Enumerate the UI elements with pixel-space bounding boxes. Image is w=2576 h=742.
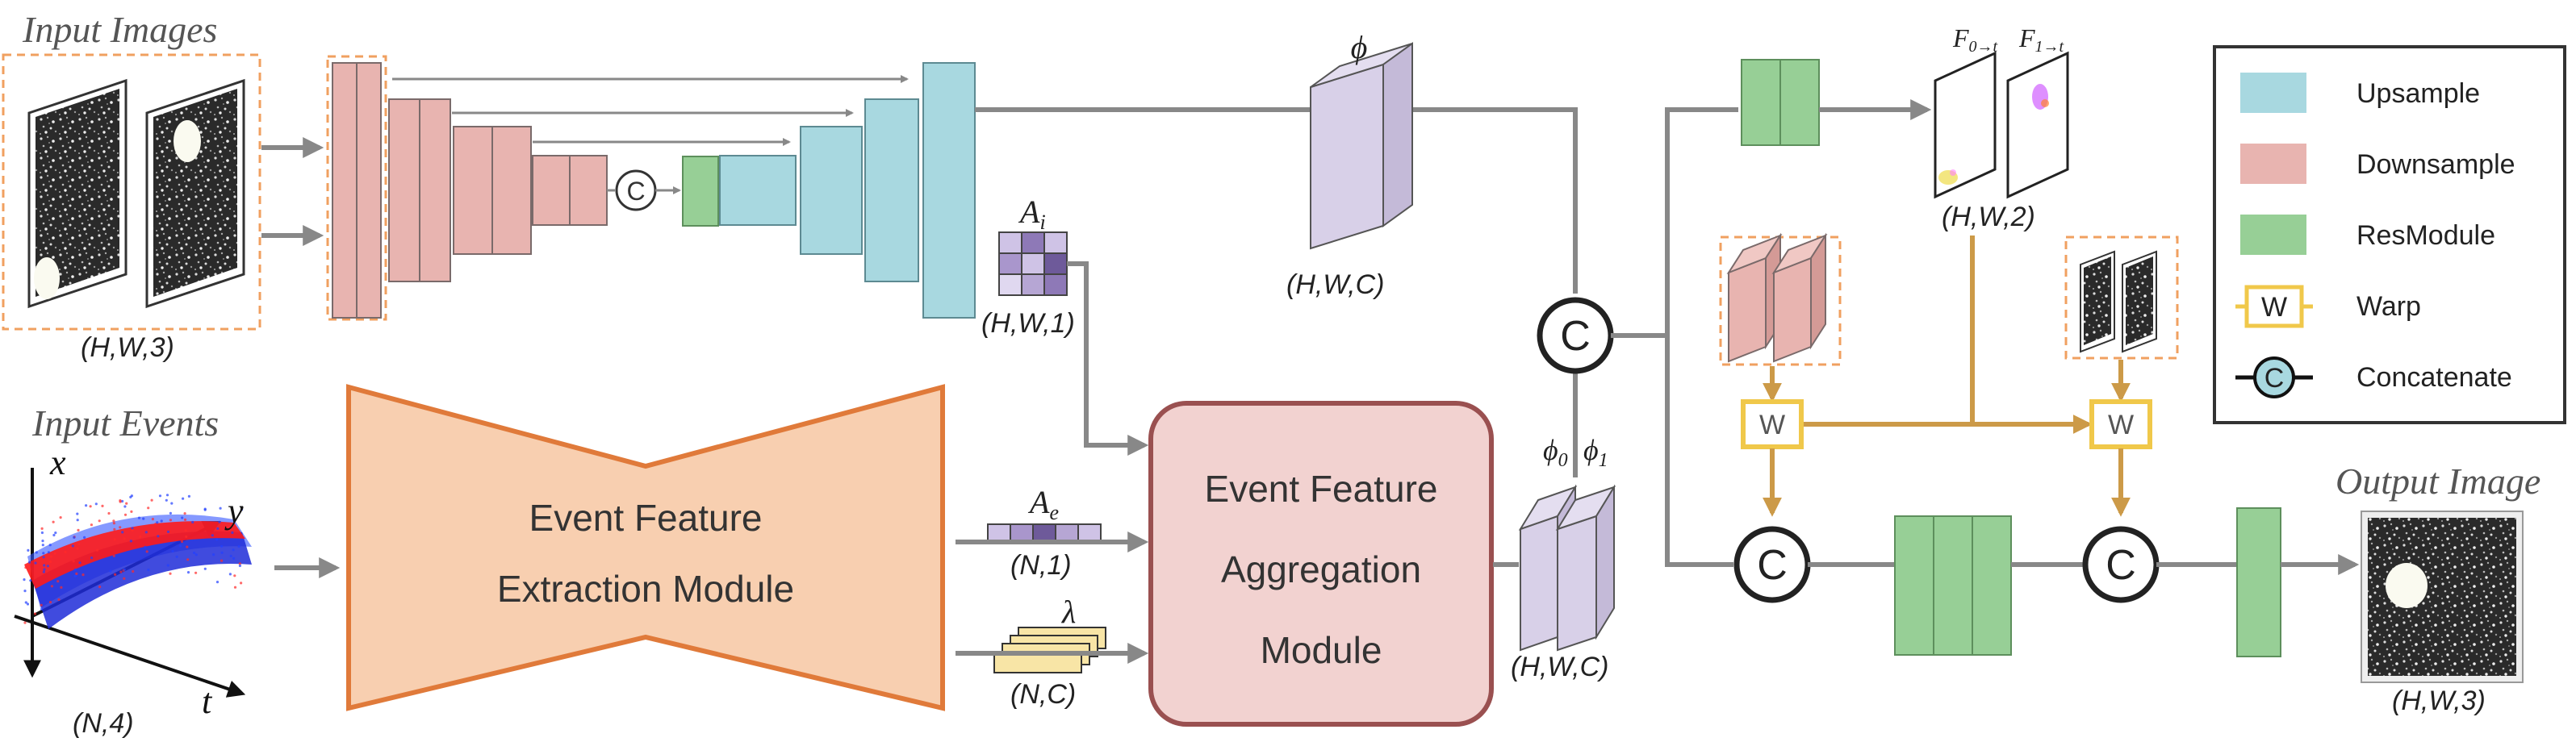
image-attention-map <box>998 231 1068 296</box>
warp-images-frame <box>2064 236 2179 360</box>
input-images-dim: (H,W,3) <box>81 332 174 363</box>
downsample-block-4 <box>532 155 608 226</box>
input-events-dim: (N,4) <box>73 708 134 739</box>
ai-dim: (H,W,1) <box>981 308 1075 339</box>
svg-text:C: C <box>2106 542 2136 589</box>
svg-text:C: C <box>626 177 645 206</box>
flow-resmodule <box>1741 59 1820 146</box>
svg-text:W: W <box>1759 410 1785 440</box>
phi-dim: (H,W,C) <box>1286 269 1384 300</box>
aggregation-label-2: Aggregation <box>1221 548 1421 590</box>
synthesis-resmodule <box>1894 515 2012 656</box>
upsample-block-3 <box>864 98 919 282</box>
lambda-stack <box>993 627 1106 673</box>
concat-node-main: C <box>1537 297 1614 374</box>
downsample-block-2 <box>388 98 451 282</box>
event-extraction-module <box>346 384 945 711</box>
legend-item-concat: C Concatenate <box>2235 356 2512 398</box>
ae-label: Ae <box>1027 484 1059 524</box>
f0t-label: F0→t <box>1952 23 1998 56</box>
legend-swatch-downsample <box>2240 144 2306 184</box>
legend-swatch-warp <box>2244 285 2304 328</box>
ae-dim: (N,1) <box>1010 550 1072 581</box>
legend-swatch-concat <box>2253 356 2295 398</box>
extraction-label-1: Event Feature <box>529 497 763 539</box>
legend-swatch-resmodule <box>2240 215 2306 255</box>
downsample-block-3 <box>453 126 532 255</box>
legend-label-warp: Warp <box>2356 291 2421 322</box>
aggregation-label-3: Module <box>1261 629 1382 671</box>
warp-feature-cube-1 <box>1771 232 1828 363</box>
svg-text:W: W <box>2108 410 2134 440</box>
legend-warp-symbol: W <box>2261 292 2287 323</box>
legend-item-upsample: Upsample <box>2240 73 2480 113</box>
phi0-label: ϕ0 <box>1543 434 1568 471</box>
legend-label-resmodule: ResModule <box>2356 220 2495 251</box>
upsample-block-1 <box>719 155 797 226</box>
phi-feature-cube <box>1310 42 1413 250</box>
upsample-block-4 <box>922 62 976 319</box>
legend-item-warp: W Warp <box>2235 285 2421 328</box>
warp-image-0 <box>2080 250 2115 353</box>
legend-label-downsample: Downsample <box>2356 149 2515 180</box>
ai-label: Ai <box>1018 194 1046 234</box>
input-events-title: Input Events <box>31 402 219 444</box>
phi-line <box>975 107 1578 294</box>
legend-label-concat: Concatenate <box>2356 362 2512 393</box>
event-point-cloud <box>14 468 252 698</box>
flow-dim: (H,W,2) <box>1942 202 2035 232</box>
svg-text:C: C <box>1560 313 1591 360</box>
output-image-title: Output Image <box>2336 461 2540 502</box>
legend-item-downsample: Downsample <box>2240 144 2515 184</box>
aggregation-label-1: Event Feature <box>1205 468 1438 510</box>
downsample-block-1 <box>332 62 382 319</box>
legend-item-resmodule: ResModule <box>2240 215 2495 255</box>
input-image-0 <box>27 78 128 309</box>
axis-y-label: y <box>224 491 244 531</box>
lambda-label: λ <box>1061 594 1076 630</box>
upsample-block-2 <box>800 126 863 255</box>
warp-node-features: W <box>1741 399 1804 449</box>
warp-feature-cube-0 <box>1726 232 1783 363</box>
svg-text:C: C <box>1757 542 1788 589</box>
legend-swatch-upsample <box>2240 73 2306 113</box>
arrow-ai-aggregation <box>1067 261 1149 456</box>
phi1-cube <box>1555 484 1616 652</box>
extraction-label-2: Extraction Module <box>497 568 794 610</box>
event-aggregation-module <box>1148 401 1494 727</box>
f1t-label: F1→t <box>2018 23 2064 56</box>
warp-image-1 <box>2122 250 2157 353</box>
resmodule-bottleneck <box>682 156 719 227</box>
lambda-dim: (N,C) <box>1010 679 1076 710</box>
flow-map-1t <box>2006 51 2069 199</box>
phi01-dim: (H,W,C) <box>1511 652 1608 682</box>
phi1-label: ϕ1 <box>1583 434 1608 471</box>
concat-node-synth-2: C <box>2082 526 2160 603</box>
input-images-frame <box>2 53 261 331</box>
axis-x-label: x <box>49 443 66 482</box>
output-image-dim: (H,W,3) <box>2392 686 2486 716</box>
input-image-1 <box>145 78 245 309</box>
line-to-flow-res <box>1665 107 1698 336</box>
legend-concat-symbol: C <box>2264 363 2285 394</box>
legend-label-upsample: Upsample <box>2356 78 2480 109</box>
phi-label: ϕ <box>1351 29 1368 65</box>
axis-t-label: t <box>202 682 213 721</box>
encoder-input-frame <box>326 55 387 321</box>
concat-node-encoder: C <box>615 169 657 211</box>
warp-node-images: W <box>2089 399 2152 449</box>
output-image <box>2361 511 2524 683</box>
final-resmodule <box>2236 507 2281 657</box>
flow-map-0t <box>1934 51 1997 199</box>
concat-node-synth-1: C <box>1733 526 1811 603</box>
line-to-synth <box>1665 336 1733 567</box>
input-images-title: Input Images <box>22 9 217 50</box>
